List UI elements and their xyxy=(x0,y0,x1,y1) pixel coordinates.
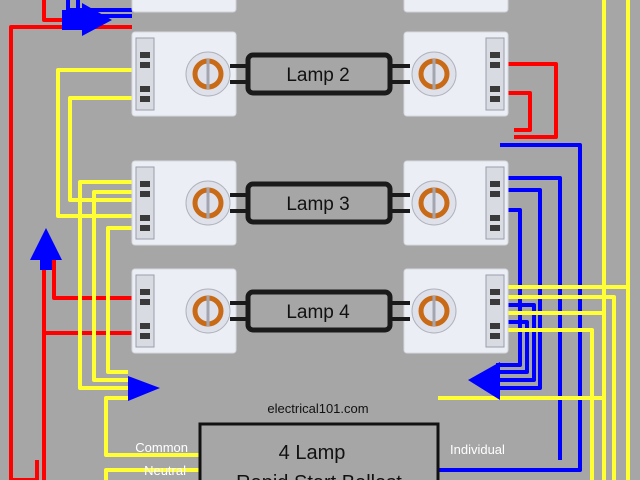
socket-right-4 xyxy=(403,268,509,354)
yellow-wire-neutral xyxy=(104,468,200,480)
website-label: electrical101.com xyxy=(267,401,368,416)
socket-terminal xyxy=(490,323,500,329)
socket-terminal xyxy=(490,225,500,231)
lamp-tube-2 xyxy=(245,52,393,96)
yellow-wire-lamp3-left-c xyxy=(106,226,132,374)
socket-terminal xyxy=(140,52,150,58)
socket-terminal xyxy=(140,215,150,221)
socket-terminal xyxy=(490,96,500,102)
socket-terminal xyxy=(140,225,150,231)
socket-terminal xyxy=(140,299,150,305)
blue-arrow-up-left xyxy=(30,228,62,270)
socket-terminal xyxy=(490,215,500,221)
lamp-tube-4 xyxy=(245,289,393,333)
flow-arrows xyxy=(30,3,500,401)
yellow-wire-lamp4-right-d xyxy=(508,328,594,480)
yellow-wire-lamp4-right-b xyxy=(508,295,616,480)
lamp-label-4: Lamp 4 xyxy=(286,302,350,323)
socket-left-4 xyxy=(131,268,237,354)
ballast-box xyxy=(198,422,440,480)
socket-terminal xyxy=(490,181,500,187)
lamp-label-2: Lamp 2 xyxy=(286,65,349,86)
socket-terminal xyxy=(490,62,500,68)
blue-arrow-top-left xyxy=(62,3,112,36)
blue-wire-lamp2-outer xyxy=(438,143,582,472)
socket-terminal xyxy=(140,191,150,197)
blue-arrow-left-lower-right xyxy=(468,362,500,400)
socket-terminal xyxy=(140,62,150,68)
socket-terminal xyxy=(140,86,150,92)
lamp-tube-3 xyxy=(245,181,393,225)
socket-terminal xyxy=(490,333,500,339)
socket-terminal xyxy=(490,191,500,197)
yellow-wire-lamp3-left-a xyxy=(78,180,132,390)
ballast-title: 4 Lamp xyxy=(279,442,346,464)
socket-terminal xyxy=(140,323,150,329)
individual-label: Individual xyxy=(450,442,505,457)
socket-terminal xyxy=(490,52,500,58)
red-wire-top-left xyxy=(9,25,132,480)
ballast-subtitle: Rapid Start Ballast xyxy=(236,472,402,480)
neutral-label: Neutral xyxy=(144,463,186,478)
socket-left-3 xyxy=(131,160,237,246)
socket-terminal xyxy=(140,181,150,187)
yellow-wire-left-inner xyxy=(68,96,132,202)
socket-top-right-partial xyxy=(403,0,509,13)
common-label: Common xyxy=(135,440,188,455)
yellow-wire-lamp3-left-b xyxy=(92,190,132,382)
socket-terminal xyxy=(490,299,500,305)
blue-arrow-right-lower-left xyxy=(128,376,160,401)
yellow-wire-common xyxy=(104,396,200,457)
lamp-label-3: Lamp 3 xyxy=(286,194,349,215)
socket-right-3 xyxy=(403,160,509,246)
red-wire-lamp4-left-b xyxy=(42,255,132,335)
socket-top-left-partial xyxy=(131,0,237,13)
blue-wire-lamp4-right-b xyxy=(496,320,529,374)
socket-right-2 xyxy=(403,31,509,117)
socket-terminal xyxy=(490,289,500,295)
socket-terminal xyxy=(140,289,150,295)
socket-terminal xyxy=(140,96,150,102)
blue-wire-lamp3-right-a xyxy=(508,176,562,460)
red-wire-lamp2-right-b xyxy=(508,91,532,132)
socket-terminal xyxy=(140,333,150,339)
socket-terminal xyxy=(490,86,500,92)
socket-left-2 xyxy=(131,31,237,117)
red-wire-lamp2-right-a xyxy=(508,62,558,139)
lamp-rows: Lamp 2 Lamp 3 Lamp 4 xyxy=(131,31,509,354)
